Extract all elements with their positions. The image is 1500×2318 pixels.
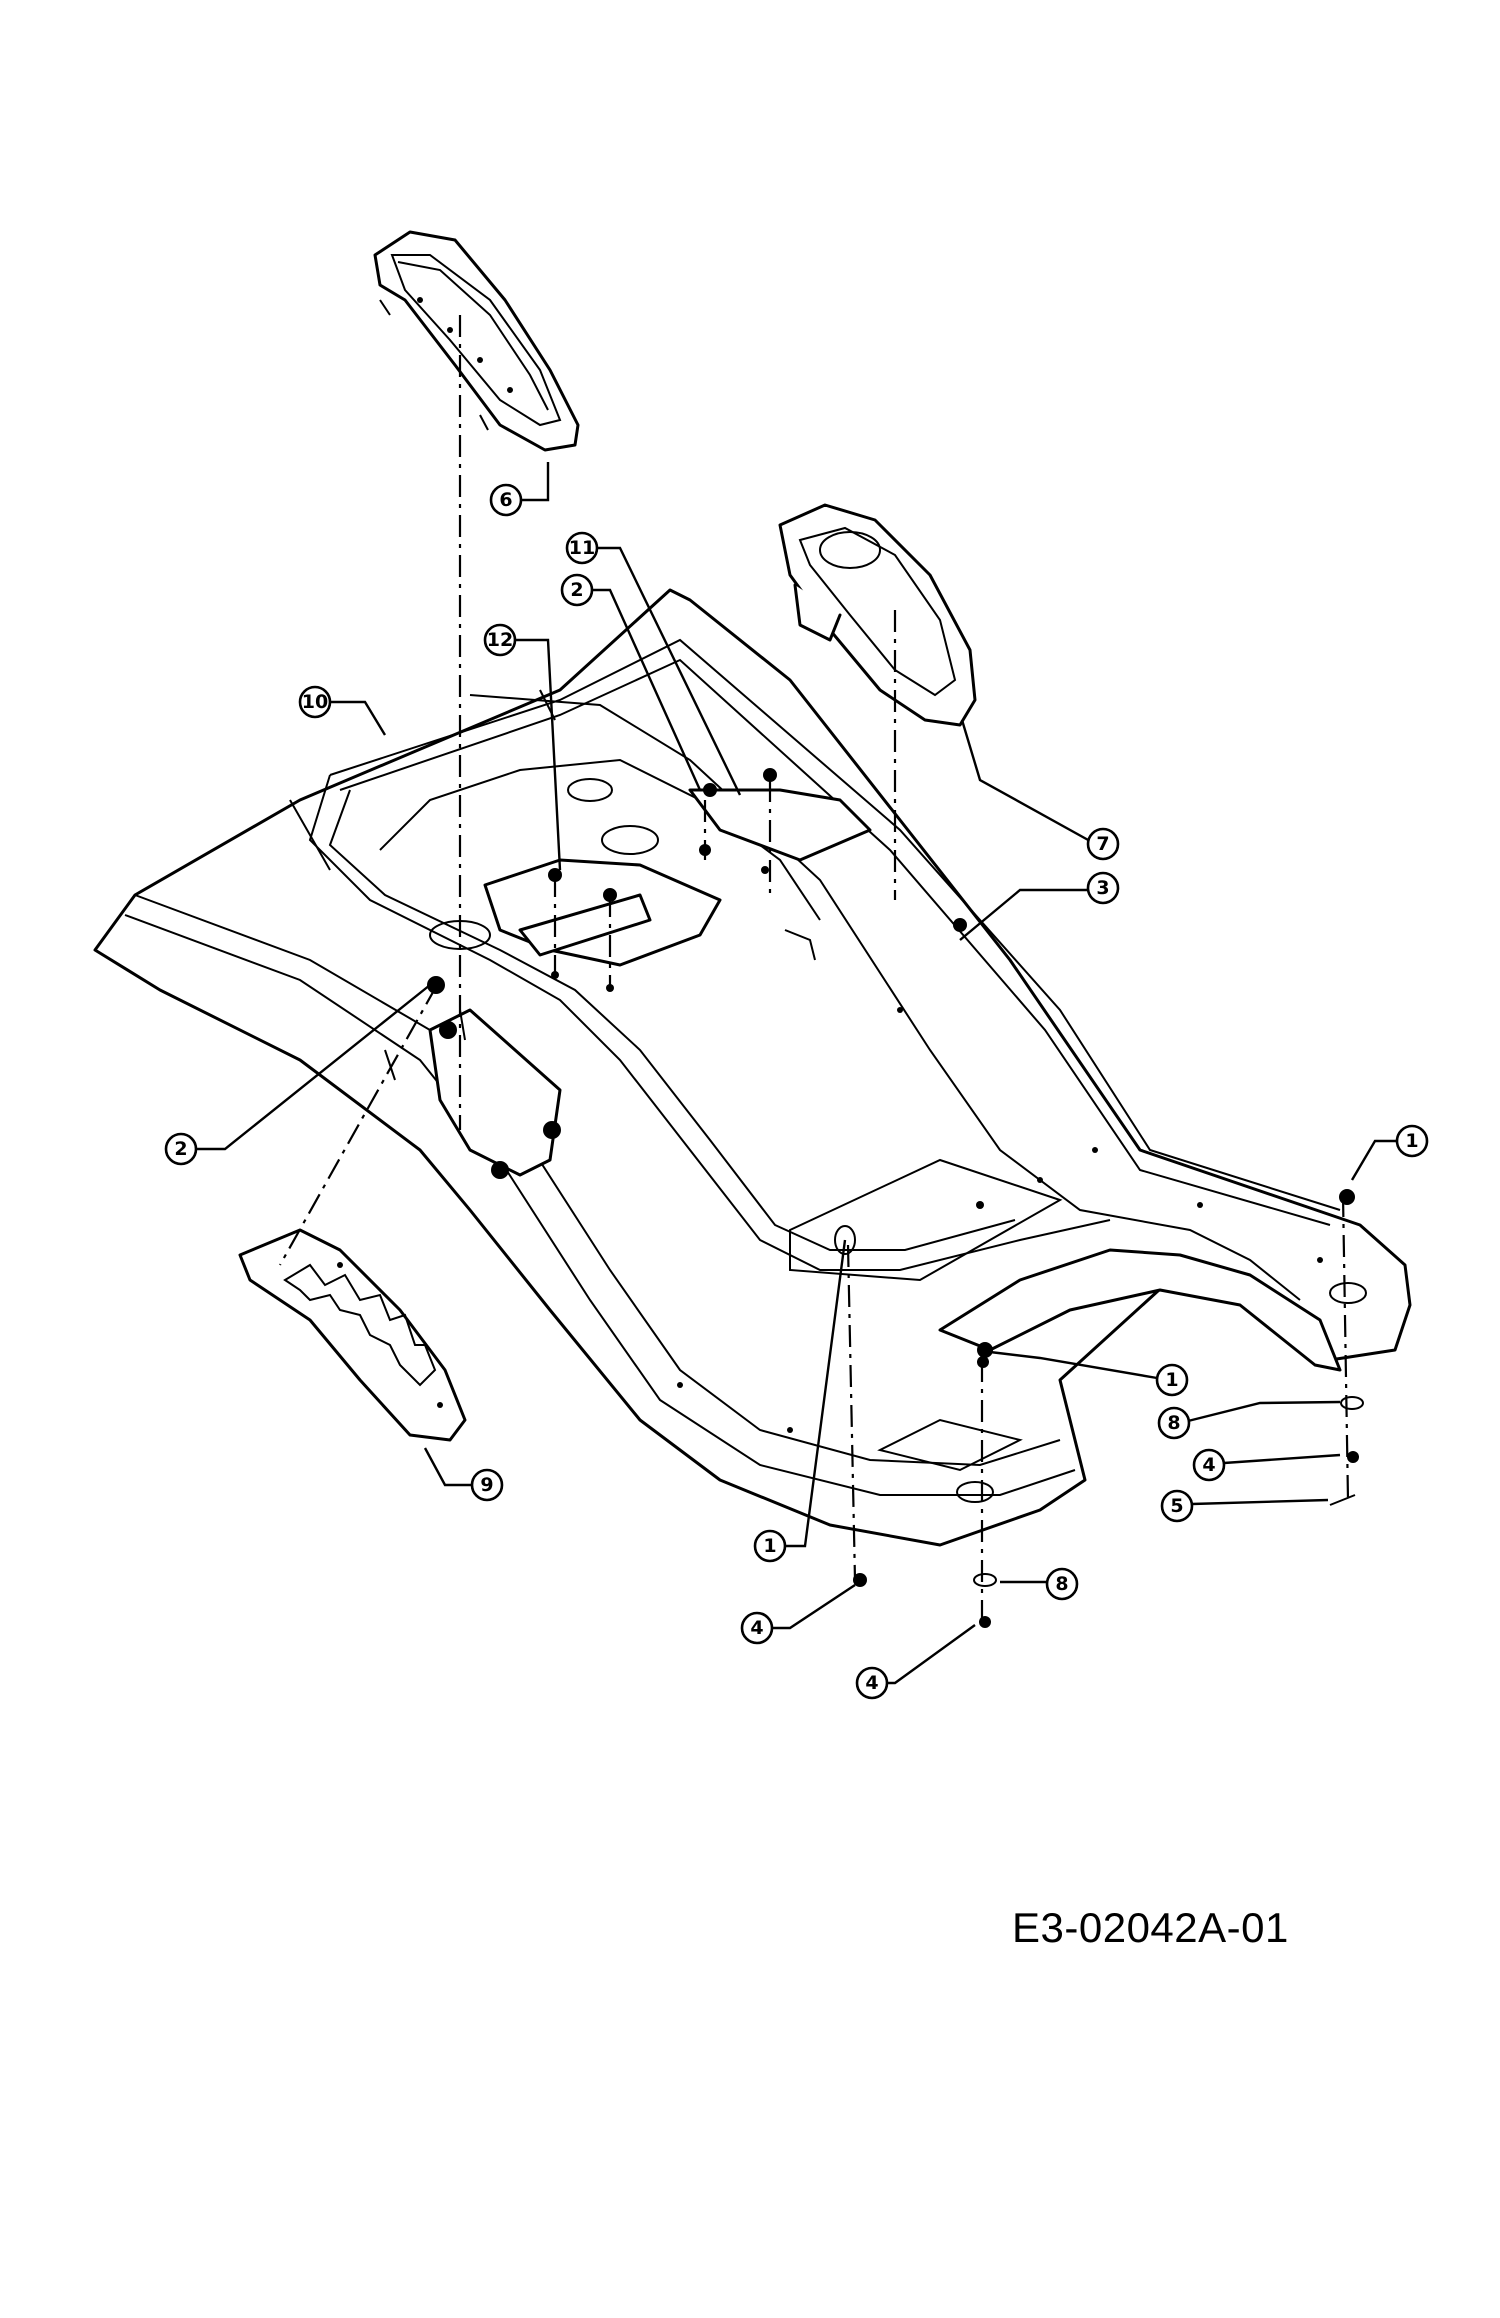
callout-c8a: 8 [1157,1406,1191,1440]
callout-label: 12 [487,629,513,651]
callout-c1b: 1 [1155,1363,1189,1397]
callout-c2b: 2 [560,573,594,607]
callout-c6: 6 [489,483,523,517]
callout-label: 4 [1202,1454,1215,1476]
callout-c7: 7 [1086,827,1120,861]
callout-label: 1 [1165,1369,1178,1391]
callout-label: 10 [302,691,328,713]
callout-label: 4 [750,1617,763,1639]
callout-c1c: 1 [753,1529,787,1563]
callout-label: 2 [570,579,583,601]
callout-label: 2 [174,1138,187,1160]
callout-label: 11 [569,537,595,559]
cup-holder-right [778,503,977,727]
callout-label: 1 [1405,1130,1418,1152]
shift-quadrant-plate [238,1228,467,1442]
callout-label: 8 [1055,1573,1068,1595]
upper-bracket [688,768,872,874]
callout-c10: 10 [298,685,332,719]
rear-cover [938,1189,1355,1372]
callout-label: 4 [865,1672,878,1694]
callout-c4c: 4 [1192,1448,1226,1482]
callout-label: 5 [1170,1495,1183,1517]
callout-c9: 9 [470,1468,504,1502]
callout-c11: 11 [565,531,599,565]
callout-c4b: 4 [855,1666,889,1700]
callout-c4a: 4 [740,1611,774,1645]
callout-label: 6 [499,489,512,511]
callout-label: 9 [480,1474,493,1496]
callout-label: 7 [1096,833,1109,855]
callout-label: 3 [1096,877,1109,899]
hardware-bolts [834,918,1364,1628]
callout-label: 1 [763,1535,776,1557]
drawing-code: E3-02042A-01 [1012,1904,1289,1951]
callout-c1a: 1 [1395,1124,1429,1158]
callout-leaders [196,462,1406,1685]
fender-body [93,588,1412,1547]
callout-c5: 5 [1160,1489,1194,1523]
callout-label: 8 [1167,1412,1180,1434]
callout-c2a: 2 [164,1132,198,1166]
cup-holder-left [373,230,580,452]
callout-c12: 12 [483,623,517,657]
assembly-lines [279,315,1350,1620]
side-lever-slot [384,976,562,1179]
center-mounting-plate [483,858,722,992]
callout-c3: 3 [1086,871,1120,905]
callout-c8b: 8 [1045,1567,1079,1601]
